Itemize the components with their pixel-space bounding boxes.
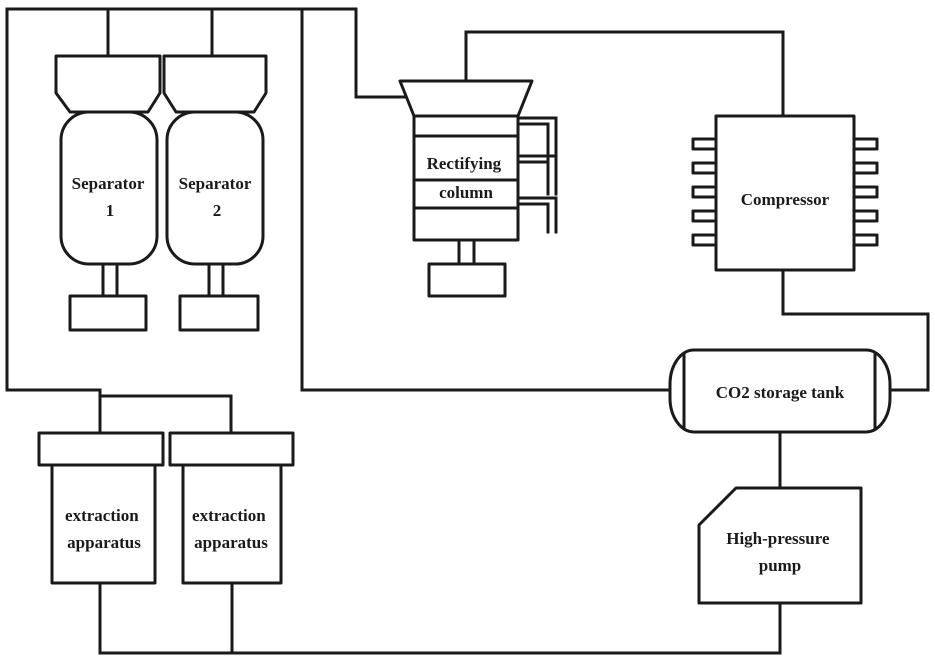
pipe-to-storage-tank <box>300 7 676 392</box>
rectifying-column-nozzle-3 <box>516 196 558 234</box>
storage-tank-body <box>668 348 892 434</box>
extraction-1-body <box>50 463 157 585</box>
separator-1: Separator 1 <box>54 54 162 332</box>
extraction-2-label-line-2: apparatus <box>194 533 268 552</box>
storage-tank-label: CO2 storage tank <box>716 383 845 402</box>
pipe-left-return <box>5 388 102 435</box>
pipe-top-header <box>5 7 406 392</box>
separator-2-label: Separator 2 <box>179 174 256 220</box>
separator-1-vessel <box>59 110 159 266</box>
compressor-pin-l4 <box>691 209 718 223</box>
rectifying-column-label: Rectifying column <box>427 154 506 202</box>
rectifying-column-nozzle-1 <box>516 116 558 180</box>
pipe-extraction-feed <box>98 394 233 435</box>
separator-1-label-line-2: 1 <box>106 201 115 220</box>
pump-body <box>697 486 863 605</box>
compressor-pin-r2 <box>852 161 879 175</box>
extraction-2-label: extraction apparatus <box>192 506 270 552</box>
compressor-pin-l5 <box>691 233 718 247</box>
rectifying-column-base <box>427 262 507 298</box>
piping <box>5 7 930 655</box>
compressor-pin-l2 <box>691 161 718 175</box>
compressor-pin-r5 <box>852 233 879 247</box>
separator-2-vessel <box>165 110 265 266</box>
compressor-body <box>714 114 856 272</box>
high-pressure-pump: High-pressure pump <box>697 486 863 605</box>
compressor-pin-r4 <box>852 209 879 223</box>
separator-2-base <box>178 294 260 332</box>
extraction-1-lid <box>37 431 165 467</box>
separator-1-hopper <box>54 54 162 114</box>
compressor-pin-r1 <box>852 137 879 151</box>
rectifying-column-label-line-1: Rectifying <box>427 154 502 173</box>
rectifying-column-nozzle-2 <box>516 154 558 196</box>
pump-label-line-2: pump <box>759 556 802 575</box>
co2-storage-tank: CO2 storage tank <box>668 348 892 434</box>
separator-2-label-line-2: 2 <box>213 201 222 220</box>
separator-1-label: Separator 1 <box>72 174 149 220</box>
extraction-1-label-line-1: extraction <box>65 506 139 525</box>
compressor-label: Compressor <box>741 190 830 209</box>
extraction-1-label: extraction apparatus <box>65 506 143 552</box>
pump-label: High-pressure pump <box>726 529 834 575</box>
extraction-apparatus-2: extraction apparatus <box>168 431 295 585</box>
extraction-2-body <box>181 463 283 585</box>
compressor: Compressor <box>691 114 879 272</box>
extraction-2-lid <box>168 431 295 467</box>
separator-2: Separator 2 <box>162 54 268 332</box>
pipe-column-to-compressor <box>464 30 785 118</box>
rectifying-column: Rectifying column <box>398 79 558 298</box>
separator-1-base <box>68 294 148 332</box>
pump-label-line-1: High-pressure <box>726 529 830 548</box>
pipe-bottom-return <box>98 581 782 655</box>
rectifying-column-top-funnel <box>398 79 534 118</box>
pipe-compressor-to-tank <box>781 268 930 392</box>
extraction-1-label-line-2: apparatus <box>67 533 141 552</box>
separator-2-hopper <box>162 54 268 114</box>
separator-2-label-line-1: Separator <box>179 174 252 193</box>
compressor-pin-l3 <box>691 185 718 199</box>
rectifying-column-label-line-2: column <box>439 183 493 202</box>
extraction-apparatus-1: extraction apparatus <box>37 431 165 585</box>
compressor-pin-l1 <box>691 137 718 151</box>
extraction-2-label-line-1: extraction <box>192 506 266 525</box>
compressor-pin-r3 <box>852 185 879 199</box>
separator-1-label-line-1: Separator <box>72 174 145 193</box>
